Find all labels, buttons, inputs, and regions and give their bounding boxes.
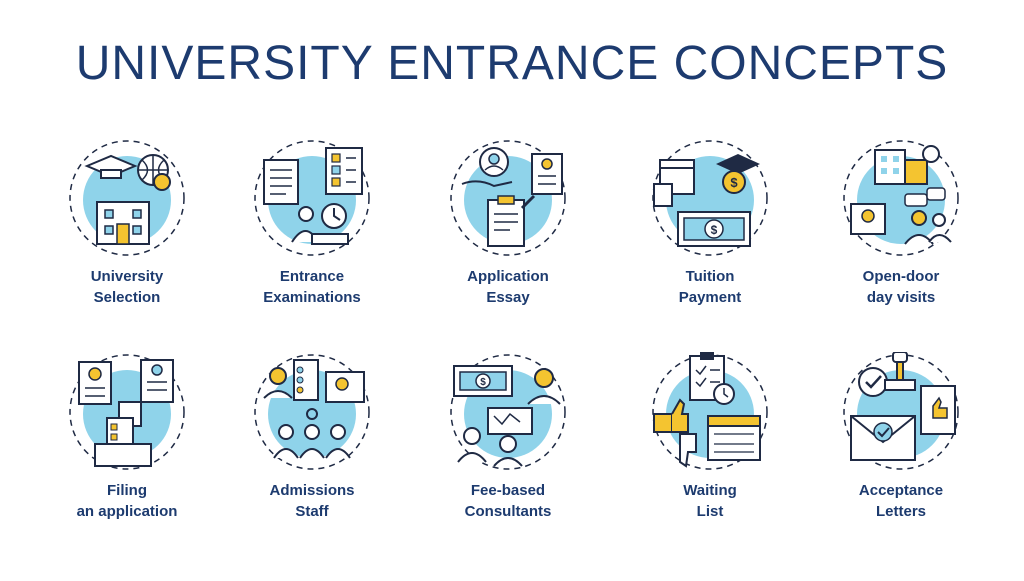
open-door-day-visits-icon bbox=[841, 138, 961, 258]
svg-text:$: $ bbox=[711, 223, 718, 237]
acceptance-letters-icon bbox=[841, 352, 961, 472]
fee-based-consultants-icon: $ bbox=[448, 352, 568, 472]
svg-text:$: $ bbox=[480, 377, 486, 388]
waiting-list-icon bbox=[650, 352, 770, 472]
application-essay-icon bbox=[448, 138, 568, 258]
page-title: UNIVERSITY ENTRANCE CONCEPTS bbox=[75, 37, 949, 90]
tuition-payment-icon: $ $ bbox=[650, 138, 770, 258]
svg-text:$: $ bbox=[730, 175, 738, 190]
admissions-staff-icon bbox=[252, 352, 372, 472]
filing-application-icon bbox=[67, 352, 187, 472]
university-selection-icon bbox=[67, 138, 187, 258]
entrance-examinations-icon bbox=[252, 138, 372, 258]
